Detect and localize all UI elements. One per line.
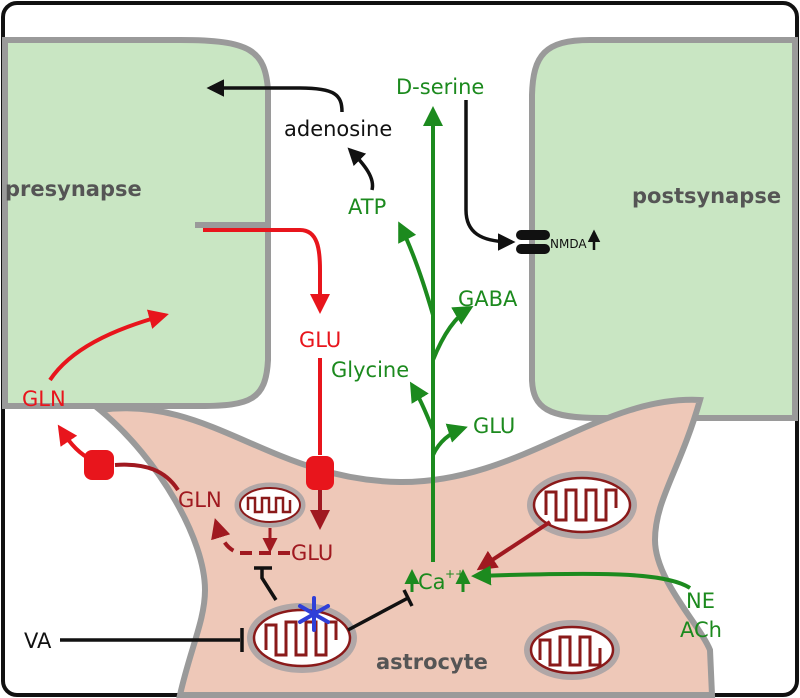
nmda-label: NMDA	[550, 237, 587, 251]
gaba-label: GABA	[458, 287, 518, 311]
atp-to-adenosine-arrow	[347, 147, 375, 191]
adenosine-label: adenosine	[284, 117, 392, 141]
gln-left-label: GLN	[22, 387, 66, 411]
ne-label: NE	[686, 589, 715, 613]
astrocyte-label: astrocyte	[376, 650, 488, 674]
gln-transporter-icon	[84, 450, 114, 480]
mito-to-calcium-arrow	[476, 520, 552, 571]
calcium-signal-tree	[398, 106, 474, 562]
glu-green-label: GLU	[473, 414, 515, 438]
mitochondrion-icon	[527, 471, 637, 539]
inhibition-lines	[60, 566, 414, 652]
postsynapse-label: postsynapse	[632, 184, 781, 208]
ach-label: ACh	[680, 618, 722, 642]
nmda-receptor-icon	[516, 230, 550, 254]
mitochondrion-icon	[247, 603, 357, 673]
glu-red-top-label: GLU	[299, 328, 341, 352]
calcium-label: Ca	[418, 570, 446, 594]
atp-label: ATP	[348, 195, 386, 219]
gln-out-arrow	[57, 424, 90, 460]
glu-inner-label: GLU	[291, 541, 333, 565]
asterisk-icon	[298, 596, 330, 632]
d-serine-to-nmda-arrow	[464, 100, 516, 251]
presynapse-label: presynapse	[5, 177, 142, 201]
mitochondrion-icon	[524, 620, 620, 680]
glycine-label: Glycine	[331, 358, 409, 382]
presynapse-glu-release-arrow	[203, 228, 330, 314]
adenosine-to-presynapse-arrow	[206, 79, 344, 113]
gln-efflux-line	[114, 462, 180, 492]
gln-inner-label: GLN	[178, 488, 222, 512]
postsynapse-cell	[529, 37, 798, 421]
va-label: VA	[24, 629, 52, 653]
d-serine-label: D-serine	[396, 75, 484, 99]
ne-ach-to-calcium-arrow	[471, 565, 692, 590]
glu-to-gln-conversion-arrow	[211, 518, 290, 555]
mitochondrion-icon	[234, 482, 306, 528]
gln-to-presynapse-arrow	[48, 309, 169, 382]
transporter-icon	[306, 456, 334, 490]
